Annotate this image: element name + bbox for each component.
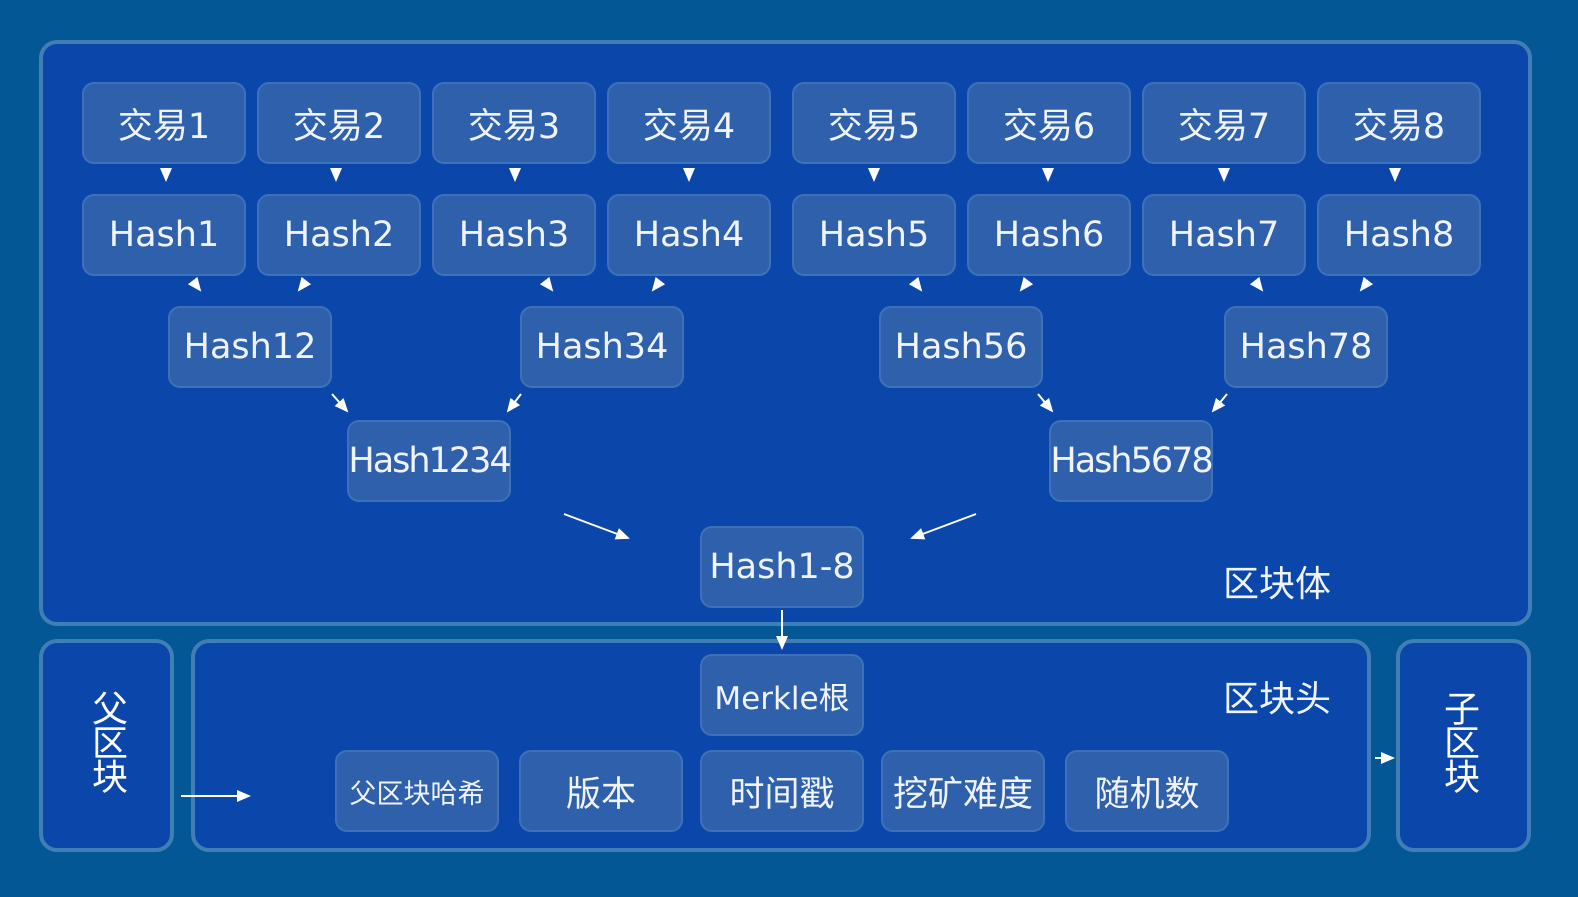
parent-block-label: 父区块 bbox=[86, 690, 127, 792]
leaf-hash-box: Hash6 bbox=[967, 194, 1131, 276]
leaf-hash-box: Hash1 bbox=[82, 194, 246, 276]
leaf-hash-box: Hash8 bbox=[1317, 194, 1481, 276]
leaf-hash-box: Hash5 bbox=[792, 194, 956, 276]
transaction-box: 交易3 bbox=[432, 82, 596, 164]
transaction-box: 交易2 bbox=[257, 82, 421, 164]
leaf-hash-box: Hash7 bbox=[1142, 194, 1306, 276]
level3-hash-box: Hash1234 bbox=[347, 420, 512, 502]
leaf-hash-box: Hash2 bbox=[257, 194, 421, 276]
header-field-difficulty: 挖矿难度 bbox=[881, 750, 1045, 832]
block-header-label: 区块头 bbox=[1223, 679, 1332, 720]
level2-hash-box: Hash56 bbox=[879, 306, 1043, 388]
level3-hash-box: Hash5678 bbox=[1049, 420, 1214, 502]
header-field-version: 版本 bbox=[519, 750, 683, 832]
level2-hash-box: Hash12 bbox=[168, 306, 332, 388]
transaction-box: 交易7 bbox=[1142, 82, 1306, 164]
transaction-box: 交易6 bbox=[967, 82, 1131, 164]
level2-hash-box: Hash34 bbox=[520, 306, 684, 388]
transaction-box: 交易1 bbox=[82, 82, 246, 164]
parent-block-panel bbox=[39, 639, 174, 852]
leaf-hash-box: Hash3 bbox=[432, 194, 596, 276]
transaction-box: 交易4 bbox=[607, 82, 771, 164]
transaction-box: 交易8 bbox=[1317, 82, 1481, 164]
header-field-parent-hash: 父区块哈希 bbox=[335, 750, 499, 832]
child-block-panel bbox=[1396, 639, 1531, 852]
transaction-box: 交易5 bbox=[792, 82, 956, 164]
root-hash-box: Hash1-8 bbox=[700, 526, 864, 608]
block-body-label: 区块体 bbox=[1223, 564, 1332, 605]
leaf-hash-box: Hash4 bbox=[607, 194, 771, 276]
header-field-nonce: 随机数 bbox=[1065, 750, 1229, 832]
merkle-root-box: Merkle根 bbox=[700, 654, 864, 736]
child-block-label: 子区块 bbox=[1438, 690, 1479, 792]
header-field-timestamp: 时间戳 bbox=[700, 750, 864, 832]
level2-hash-box: Hash78 bbox=[1224, 306, 1388, 388]
